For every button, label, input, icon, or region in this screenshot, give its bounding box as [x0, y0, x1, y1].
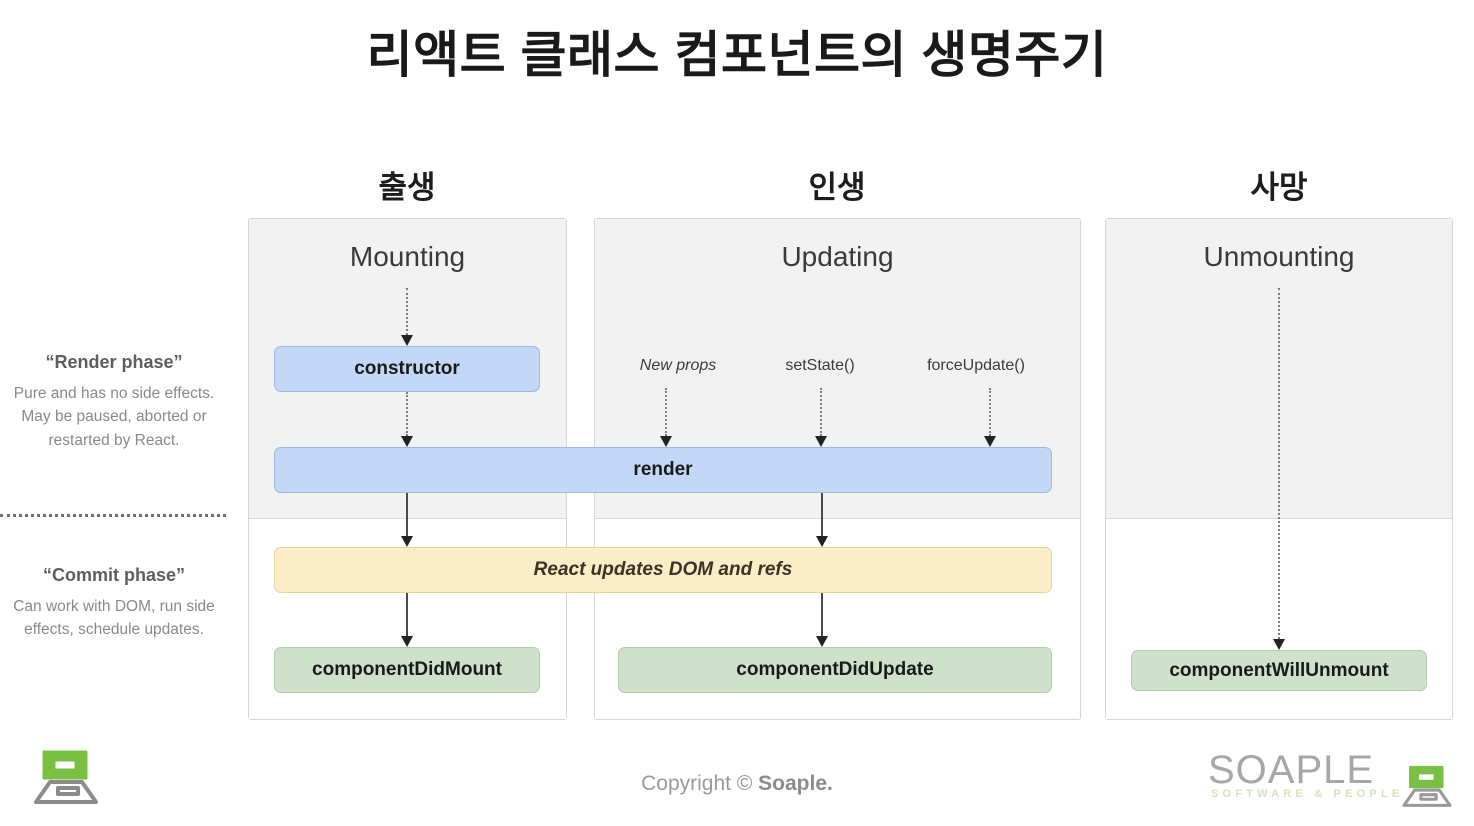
lifecycle-box-component-will-unmount[interactable]: componentWillUnmount	[1131, 650, 1427, 691]
phase-description-commit: Can work with DOM, run side effects, sch…	[13, 598, 215, 639]
phase-title-render: “Render phase”	[45, 352, 183, 372]
arrow-set-state-to-render	[814, 388, 828, 447]
stage-header-death: 사망	[1250, 170, 1308, 205]
column-title-mounting: Mounting	[349, 241, 466, 272]
column-title-unmounting: Unmounting	[1203, 241, 1355, 272]
brand-tagline: SOFTWARE & PEOPLE	[1211, 788, 1404, 800]
arrow-render-to-react-updates-updating	[815, 493, 829, 547]
arrow-constructor-to-render	[400, 392, 414, 447]
lifecycle-box-react-updates-dom-and-refs[interactable]: React updates DOM and refs	[274, 547, 1052, 593]
arrow-new-props-to-render	[659, 388, 673, 447]
arrow-mounting-title-to-constructor	[400, 288, 414, 346]
lifecycle-box-constructor[interactable]: constructor	[274, 346, 540, 392]
stage-header-birth: 출생	[378, 170, 436, 205]
phase-title-commit: “Commit phase”	[42, 565, 186, 585]
trigger-label-set-state: setState()	[785, 357, 855, 374]
arrow-react-updates-to-did-update	[815, 593, 829, 647]
copyright-notice: Copyright © Soaple.	[0, 772, 1474, 796]
stage-header-life: 인생	[808, 170, 866, 205]
trigger-label-force-update: forceUpdate()	[927, 357, 1025, 374]
copyright-brand: Soaple.	[758, 772, 833, 795]
lifecycle-box-component-did-mount[interactable]: componentDidMount	[274, 647, 540, 693]
arrow-react-updates-to-did-mount	[400, 593, 414, 647]
column-title-updating: Updating	[781, 241, 894, 272]
trigger-label-new-props: New props	[639, 357, 717, 374]
arrow-render-to-react-updates-mounting	[400, 493, 414, 547]
soaple-logo-mark	[30, 748, 102, 808]
arrow-force-update-to-render	[983, 388, 997, 447]
phase-description-render: Pure and has no side effects. May be pau…	[13, 385, 215, 449]
copyright-prefix: Copyright ©	[641, 772, 759, 795]
lifecycle-box-render[interactable]: render	[274, 447, 1052, 493]
phase-legend-render: “Render phase” Pure and has no side effe…	[6, 352, 222, 452]
phase-legend-commit: “Commit phase” Can work with DOM, run si…	[6, 565, 222, 642]
laptop-logo-icon-small	[1402, 765, 1452, 807]
soaple-brand-lockup: SOAPLE SOFTWARE & PEOPLE	[1208, 748, 1456, 810]
brand-wordmark: SOAPLE	[1208, 748, 1375, 792]
laptop-logo-icon	[34, 750, 98, 804]
phase-divider-dotted	[0, 514, 226, 517]
arrow-unmounting-title-to-will-unmount	[1272, 288, 1286, 650]
lifecycle-box-component-did-update[interactable]: componentDidUpdate	[618, 647, 1052, 693]
page-title: 리액트 클래스 컴포넌트의 생명주기	[366, 27, 1108, 83]
